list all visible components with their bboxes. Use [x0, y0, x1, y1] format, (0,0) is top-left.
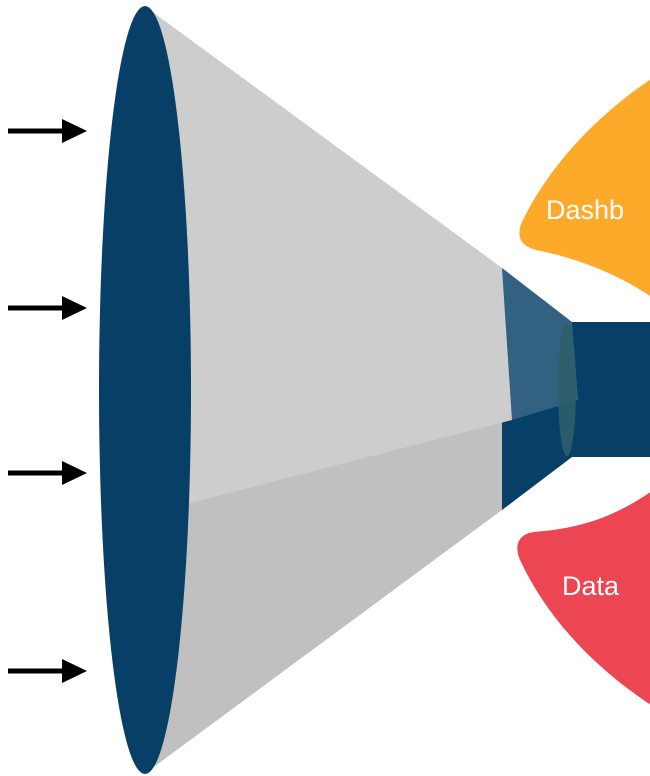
input-arrows [8, 119, 87, 683]
input-arrow [8, 659, 87, 683]
dashboard-petal-shape [519, 79, 650, 296]
dashboard-petal-label: Dashb [546, 195, 624, 225]
funnel-rim [99, 6, 191, 774]
input-arrow [8, 119, 87, 143]
funnel-spout [566, 322, 650, 457]
funnel-throat [558, 322, 576, 456]
input-arrow [8, 461, 87, 485]
data-petal-shape [517, 492, 650, 705]
output-dashboard-petal: Dashb [519, 79, 650, 296]
funnel-cone-highlight [147, 8, 512, 503]
output-data-petal: Data [517, 492, 650, 705]
input-arrow [8, 296, 87, 320]
data-petal-label: Data [562, 571, 620, 601]
funnel-neck [502, 268, 572, 510]
